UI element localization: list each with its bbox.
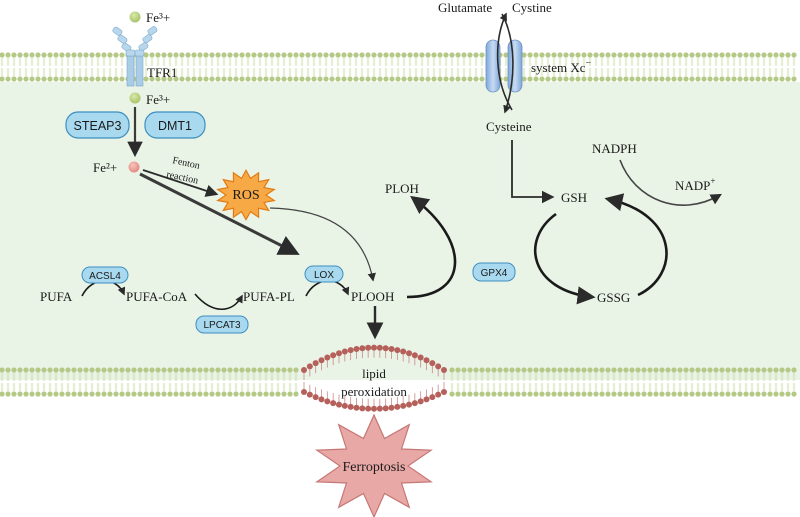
gsh-label: GSH xyxy=(561,190,587,205)
steap3-badge: STEAP3 xyxy=(65,111,130,139)
svg-text:STEAP3: STEAP3 xyxy=(74,119,122,133)
lipid-peroxidation-line1: lipid xyxy=(362,366,386,381)
cystine-label: Cystine xyxy=(512,0,552,15)
fe2-to-plooh-arrow xyxy=(139,172,300,255)
svg-text:DMT1: DMT1 xyxy=(158,119,192,133)
svg-text:ROS: ROS xyxy=(232,188,259,203)
gsh-to-gssg-arc xyxy=(533,212,596,305)
gssg-label: GSSG xyxy=(597,290,630,305)
gpx4-badge: GPX4 xyxy=(472,262,516,282)
fe2-label: Fe²+ xyxy=(93,160,117,175)
gssg-to-gsh-arc xyxy=(604,193,668,297)
fe3-outside-particle xyxy=(129,11,141,23)
glutamate-label: Glutamate xyxy=(438,0,492,15)
lipid-peroxidation-line2: peroxidation xyxy=(341,384,407,399)
svg-text:LPCAT3: LPCAT3 xyxy=(203,320,240,331)
system-xc-label: system Xc− xyxy=(531,58,592,75)
lipid-peroxidation-pore xyxy=(301,344,447,412)
tfr1-label: TFR1 xyxy=(147,65,177,80)
svg-text:Ferroptosis: Ferroptosis xyxy=(343,460,406,475)
bottom-membrane xyxy=(0,367,797,397)
coa-to-pl-arc xyxy=(194,293,243,310)
top-membrane xyxy=(0,52,797,82)
nadph-label: NADPH xyxy=(592,141,637,156)
fe2-particle xyxy=(128,161,140,173)
cysteine-to-gsh-arrow xyxy=(511,140,555,204)
cysteine-label: Cysteine xyxy=(486,119,532,134)
svg-text:GPX4: GPX4 xyxy=(481,268,508,279)
fe3-inside-label: Fe³+ xyxy=(146,92,170,107)
acsl4-badge: ACSL4 xyxy=(81,266,129,284)
fe3-outside-label: Fe³+ xyxy=(146,10,170,25)
pufa-coa-label: PUFA-CoA xyxy=(126,289,188,304)
lox-badge: LOX xyxy=(304,265,344,283)
svg-text:LOX: LOX xyxy=(314,270,334,281)
ferroptosis-starburst: Ferroptosis xyxy=(315,413,433,517)
nadph-to-nadp-arrow xyxy=(619,159,722,206)
lpcat3-badge: LPCAT3 xyxy=(195,315,249,334)
pufa-pl-label: PUFA-PL xyxy=(243,289,295,304)
ros-starburst: ROS xyxy=(216,169,276,221)
plooh-to-ploh-arrow xyxy=(406,195,457,299)
fe3-inside-particle xyxy=(129,92,141,104)
cystine-import-arrow xyxy=(501,13,514,114)
tfr1-receptor xyxy=(112,26,158,87)
dmt1-badge: DMT1 xyxy=(144,111,206,139)
ros-to-plooh-arrow xyxy=(269,207,376,282)
fenton-arrow xyxy=(142,169,219,197)
nadp-label: NADP+ xyxy=(675,176,715,193)
svg-text:ACSL4: ACSL4 xyxy=(89,271,121,282)
pufa-label: PUFA xyxy=(40,289,73,304)
cytoplasm xyxy=(0,82,800,380)
glutamate-export-arrow xyxy=(496,12,513,111)
ploh-label: PLOH xyxy=(385,181,419,196)
plooh-label: PLOOH xyxy=(351,289,394,304)
